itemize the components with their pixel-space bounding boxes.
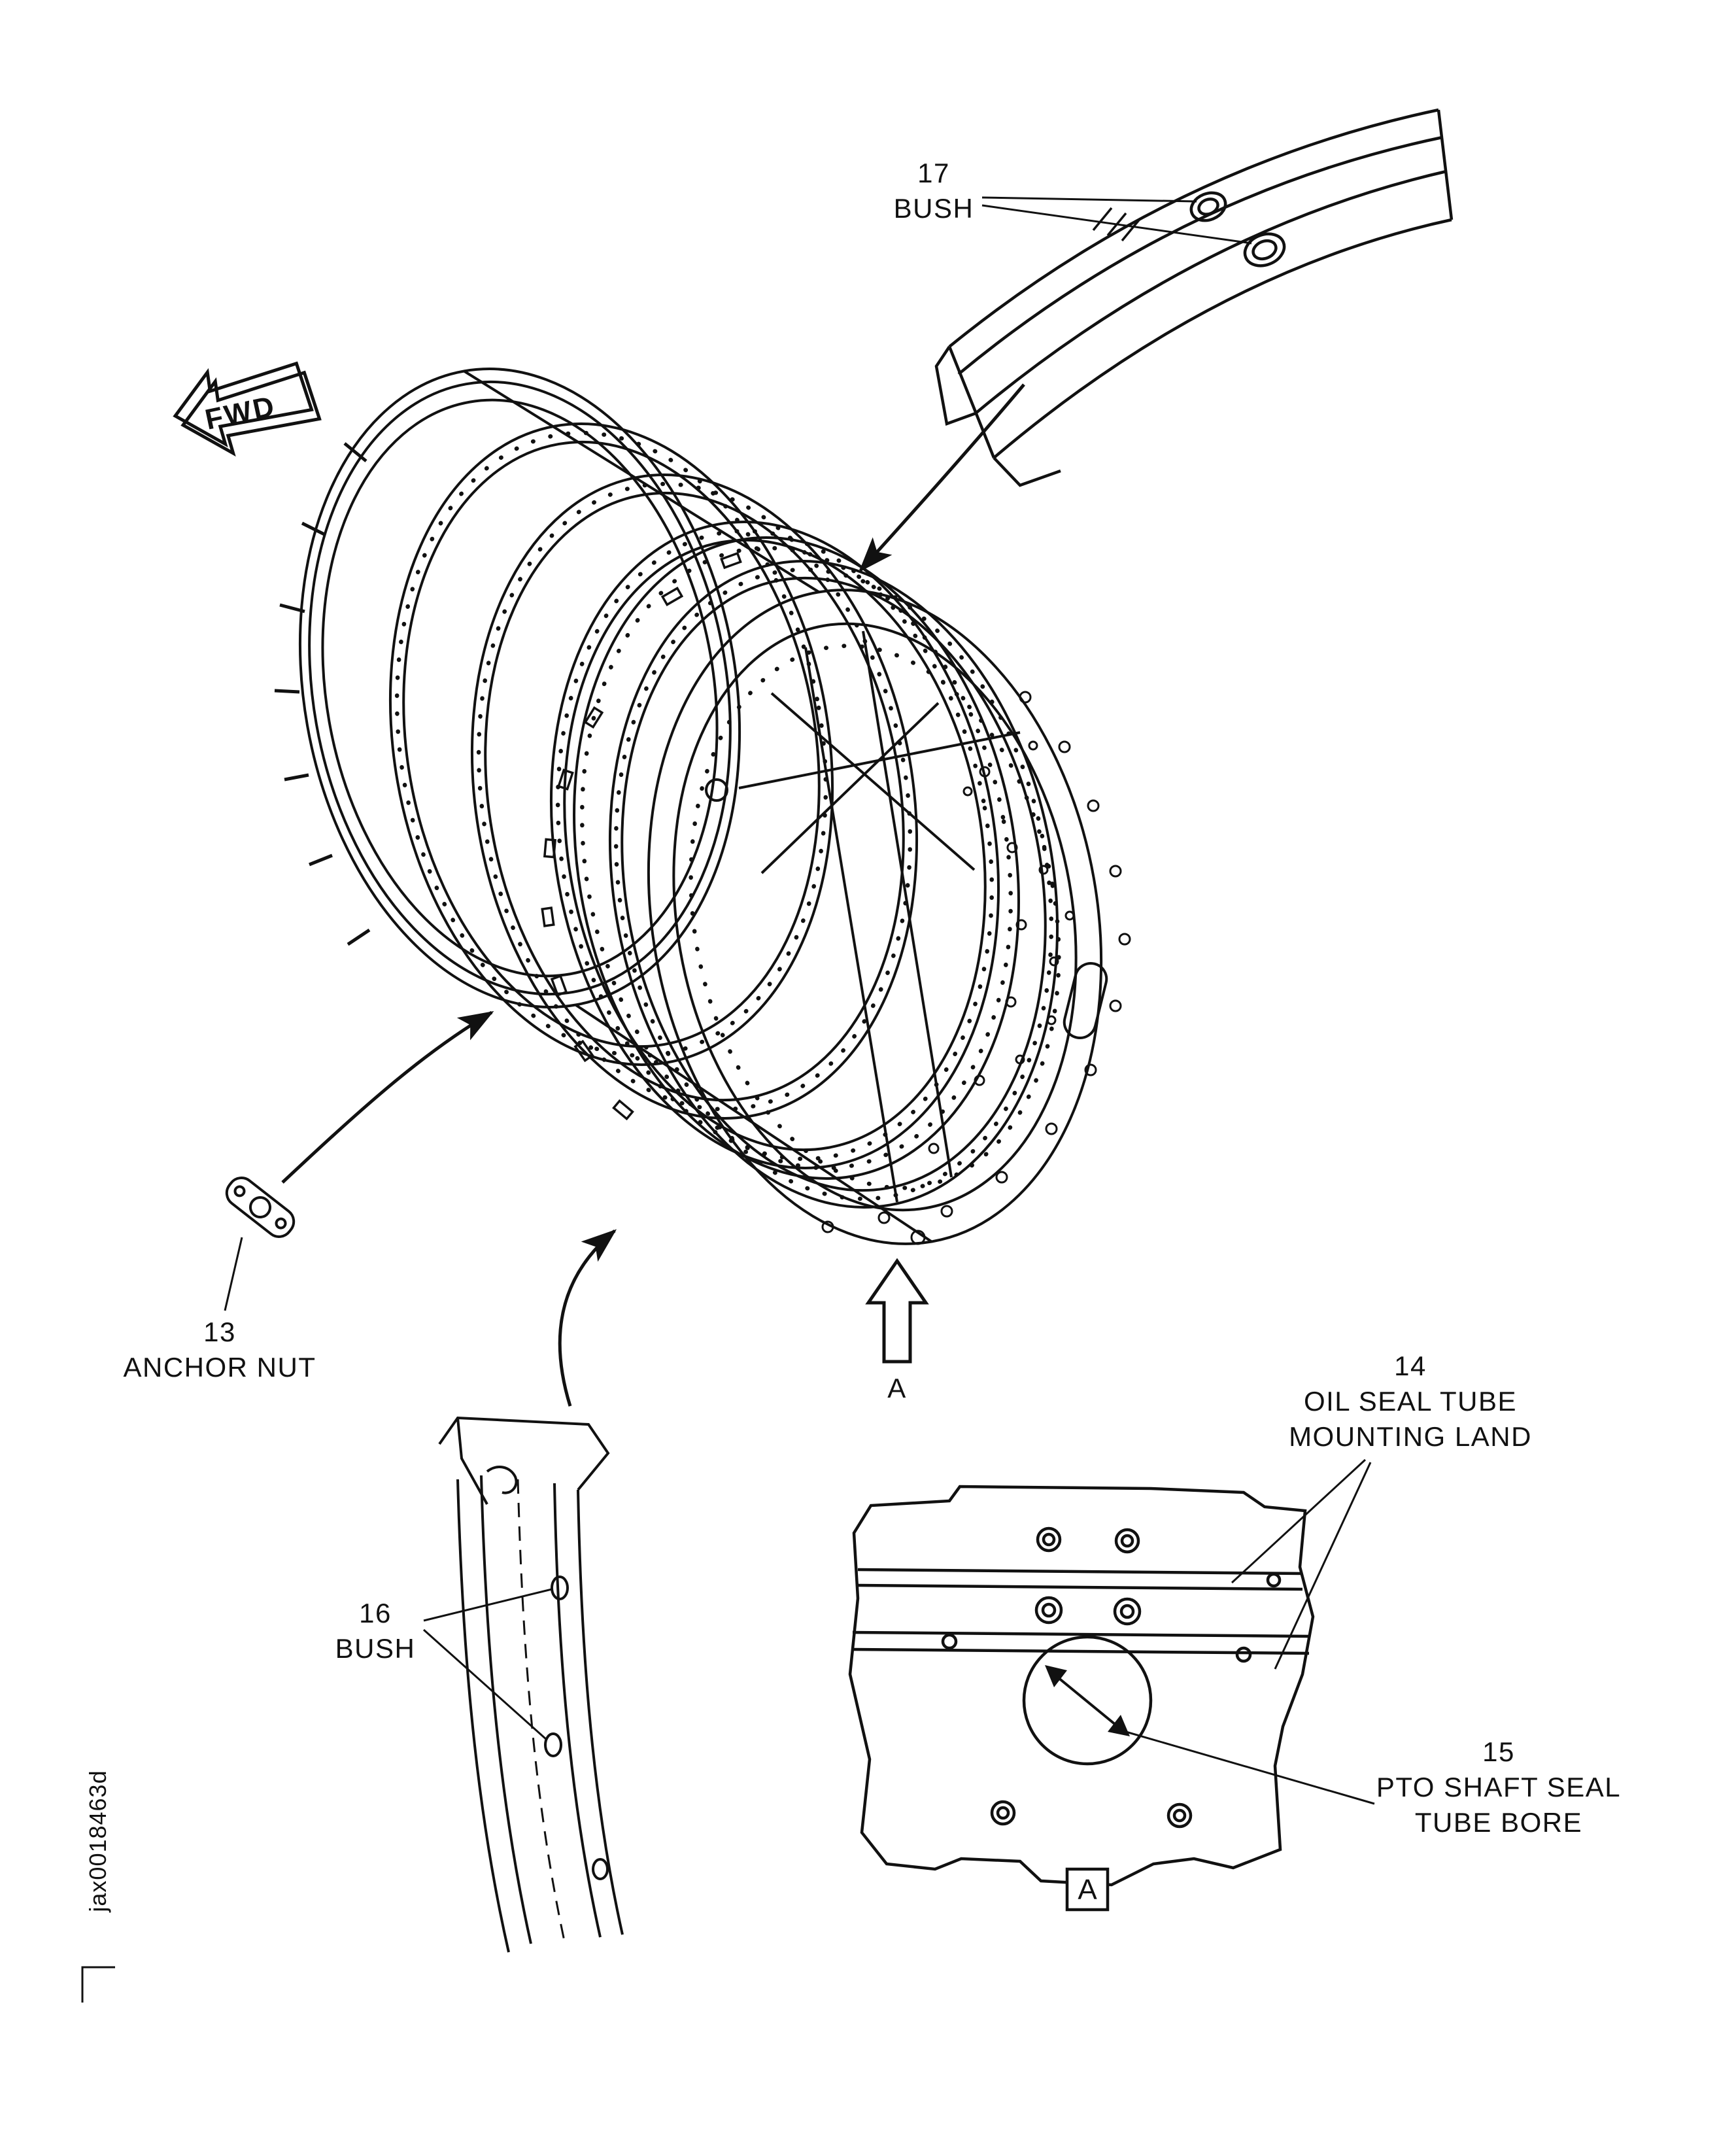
detail-a-view (848, 1485, 1315, 1912)
land-hole-top (1266, 1572, 1282, 1588)
fwd-arrow (173, 361, 322, 457)
case-interior-struts (705, 630, 1021, 1203)
callout-15-number: 15 (1482, 1736, 1515, 1767)
detail-a-letter: A (1078, 1874, 1097, 1906)
detail-a-box (1065, 1867, 1110, 1912)
view-a-letter: A (887, 1373, 907, 1403)
anchor-nut-part (225, 1177, 296, 1238)
callout-13-label: ANCHOR NUT (123, 1352, 316, 1383)
leader-13 (224, 1237, 243, 1311)
detail-a-bolts (990, 1526, 1193, 1829)
callout-17-number: 17 (917, 158, 950, 188)
corner-mark (81, 1966, 115, 2003)
callout-14-number: 14 (1394, 1351, 1427, 1381)
callout-15: 15 PTO SHAFT SEAL TUBE BORE (1376, 1734, 1621, 1840)
leader-15 (1125, 1730, 1375, 1805)
arrow-16-to-case (558, 1229, 617, 1407)
arrow-17-to-case (859, 383, 1025, 572)
engine-case-drawing (274, 368, 1131, 1245)
bush-17-b (1243, 232, 1286, 267)
callout-16-label: BUSH (335, 1633, 416, 1664)
view-a-arrow (865, 1258, 929, 1364)
callout-17-label: BUSH (893, 193, 974, 224)
callout-16-number: 16 (359, 1598, 392, 1628)
land-hole-right (1235, 1646, 1252, 1663)
figure-id: jax0018463d (84, 1770, 111, 1912)
land-hole-left (941, 1633, 958, 1650)
leader-17 (981, 196, 1252, 245)
callout-13: 13 ANCHOR NUT (124, 1315, 316, 1385)
leader-16 (423, 1588, 553, 1741)
callout-13-number: 13 (203, 1317, 236, 1347)
rear-rim-tabs (274, 442, 371, 946)
callout-14-line1: OIL SEAL TUBE (1303, 1386, 1518, 1417)
arrow-13-to-case (281, 1010, 494, 1184)
pto-shaft-seal-tube-bore (1022, 1635, 1153, 1766)
flange-clips (541, 551, 742, 1121)
bush-strip-detail (438, 1416, 624, 1953)
callout-14: 14 OIL SEAL TUBE MOUNTING LAND (1289, 1349, 1532, 1454)
callout-15-line2: TUBE BORE (1414, 1807, 1583, 1838)
callout-16: 16 BUSH (335, 1596, 416, 1666)
callout-15-line1: PTO SHAFT SEAL (1376, 1772, 1622, 1802)
callout-17: 17 BUSH (894, 156, 974, 226)
callout-14-line2: MOUNTING LAND (1289, 1421, 1532, 1452)
case-face-holes (821, 691, 1131, 1245)
leader-14 (1231, 1458, 1372, 1670)
bush-flange-detail (934, 108, 1454, 487)
case-slot (1063, 962, 1108, 1039)
bush-17-a (1189, 191, 1227, 222)
